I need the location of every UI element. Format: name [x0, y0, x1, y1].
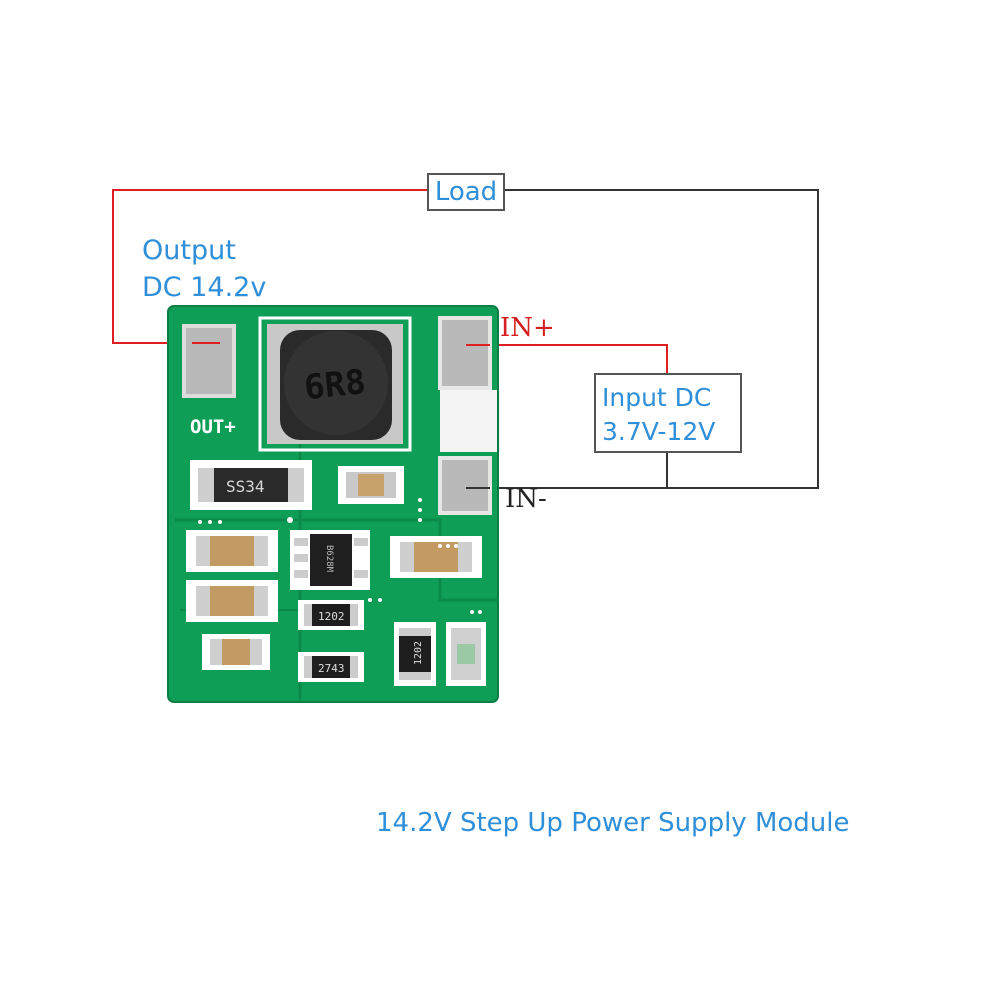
pcb-board: OUT+ 6R8 SS34	[167, 305, 500, 703]
input-positive-wire	[466, 344, 668, 375]
ic-marking: B628M	[324, 545, 334, 573]
capacitor-right	[390, 536, 482, 578]
resistor-1202-a: 1202	[298, 600, 364, 630]
output-label: Output DC 14.2v	[142, 232, 266, 306]
in-minus-label: IN-	[505, 484, 547, 514]
resistor-1202-b-marking: 1202	[413, 641, 424, 665]
in-minus-pad	[438, 456, 492, 515]
led	[446, 622, 486, 686]
output-positive-wire	[112, 189, 428, 344]
capacitor-left-3	[202, 634, 270, 670]
vias	[198, 498, 482, 614]
load-label: Load	[434, 177, 498, 207]
resistor-2743: 2743	[298, 652, 364, 682]
input-label-line1: Input DC	[602, 383, 712, 412]
inductor: 6R8	[258, 316, 412, 452]
input-label-box: Input DC 3.7V-12V	[594, 373, 742, 453]
resistor-2743-marking: 2743	[318, 662, 345, 675]
caption: 14.2V Step Up Power Supply Module	[376, 808, 850, 838]
capacitor-left-1	[186, 530, 278, 572]
capacitor-left-2	[186, 580, 278, 622]
ic-chip: B628M	[290, 530, 370, 590]
out-plus-pad	[182, 324, 236, 398]
output-label-line1: Output	[142, 235, 236, 266]
input-label-line2: 3.7V-12V	[602, 417, 716, 446]
resistor-1202-b: 1202	[394, 622, 436, 686]
in-plus-label: IN+	[500, 313, 555, 343]
load-negative-wire	[466, 189, 819, 489]
output-label-line2: DC 14.2v	[142, 272, 267, 303]
resistor-1202-a-marking: 1202	[318, 610, 345, 623]
diode-ss34: SS34	[190, 460, 312, 510]
capacitor-small	[338, 466, 404, 504]
in-plus-pad	[438, 316, 492, 390]
diode-marking: SS34	[226, 477, 265, 496]
inductor-marking: 6R8	[302, 362, 367, 408]
load-label-box: Load	[427, 173, 505, 211]
out-plus-silkscreen: OUT+	[190, 416, 236, 438]
